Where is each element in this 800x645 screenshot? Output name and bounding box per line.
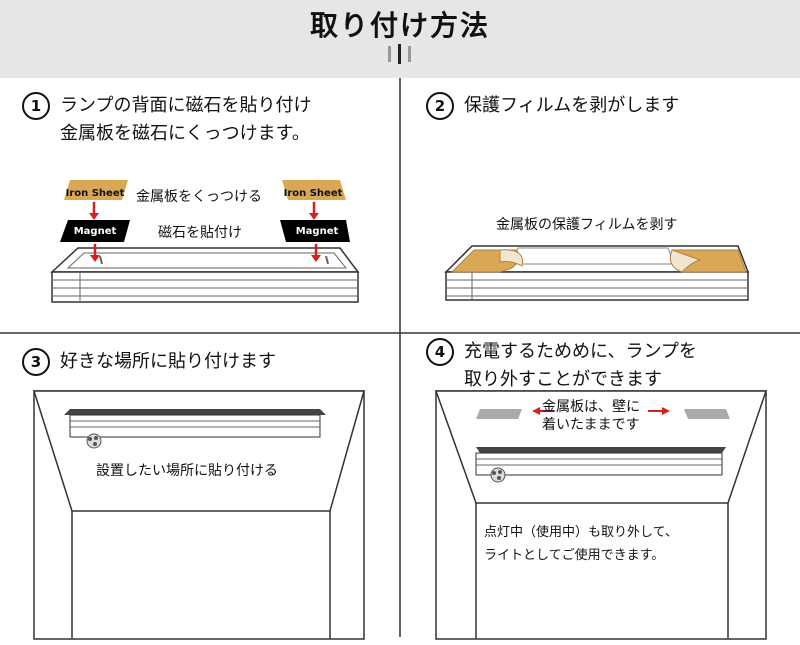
- step-3-line-1: 好きな場所に貼り付けます: [60, 351, 276, 372]
- step-4-line-2: 取り外すことができます: [464, 369, 662, 390]
- step-4-number-icon: 4: [426, 338, 454, 366]
- lamp-back-illustration: [50, 180, 360, 303]
- lamp-film-illustration: [444, 245, 750, 301]
- room-ceiling-illustration: [32, 390, 365, 640]
- magnet-label-left: Magnet: [73, 226, 117, 237]
- step-1-number-icon: 1: [22, 92, 50, 120]
- magnet-caption: 磁石を貼付け: [158, 225, 242, 241]
- magnet-label-right: Magnet: [295, 226, 339, 237]
- attach-caption: 設置したい場所に貼り付ける: [96, 463, 278, 479]
- plate-note-line-1: 金属板は、壁に: [542, 399, 640, 415]
- step-2-line-1: 保護フィルムを剥がします: [464, 95, 680, 116]
- step-2-number-icon: 2: [426, 92, 454, 120]
- divider-bars-icon: [386, 44, 414, 64]
- step-3-number-icon: 3: [22, 348, 50, 376]
- step-2-heading: 2 保護フィルムを剥がします: [426, 92, 679, 120]
- step-3-heading: 3 好きな場所に貼り付けます: [22, 348, 276, 376]
- usage-note-line-1: 点灯中（使用中）も取り外して、: [484, 525, 678, 540]
- step-1-heading: 1 ランプの背面に磁石を貼り付け 金属板を磁石にくっつけます。: [22, 92, 311, 147]
- page-title: 取り付け方法: [309, 9, 490, 42]
- room-removal-illustration: [434, 390, 768, 640]
- header-bar: 取り付け方法: [0, 0, 800, 78]
- iron-sheet-label-right: Iron Sheet: [283, 188, 343, 199]
- step-1-line-1: ランプの背面に磁石を貼り付け: [60, 95, 312, 116]
- film-caption: 金属板の保護フィルムを剥す: [496, 217, 678, 233]
- usage-note-line-2: ライトとしてご使用できます。: [484, 548, 665, 563]
- step-1-line-2: 金属板を磁石にくっつけます。: [60, 123, 310, 144]
- plate-note-line-2: 着いたままです: [542, 417, 640, 433]
- step-4-line-1: 充電するためめに、ランプを: [464, 341, 697, 362]
- step-4-heading: 4 充電するためめに、ランプを 取り外すことができます: [426, 338, 697, 393]
- iron-sheet-label-left: Iron Sheet: [65, 188, 125, 199]
- metal-plate-caption: 金属板をくっつける: [136, 189, 262, 205]
